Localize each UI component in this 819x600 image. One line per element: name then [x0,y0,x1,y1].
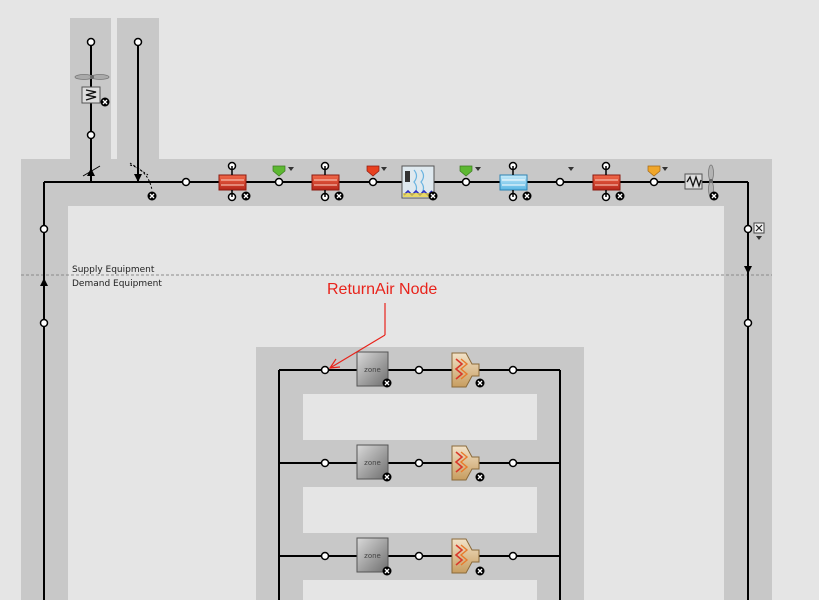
zone-label: zone [364,552,381,560]
node-circle[interactable] [181,177,191,187]
flow-arrows [40,168,752,286]
remove-icon[interactable] [241,191,251,201]
supply-equipment-label: Supply Equipment [72,265,155,275]
node-circle[interactable] [39,318,49,328]
remove-icon[interactable] [709,191,719,201]
node-circle[interactable] [461,177,471,187]
node-circle[interactable] [86,130,96,140]
remove-icon[interactable] [147,191,157,201]
node-circle[interactable] [743,318,753,328]
remove-icon[interactable] [475,378,485,388]
thermal-zone[interactable]: zone [356,444,389,480]
node-circle[interactable] [555,177,565,187]
node-circle[interactable] [368,177,378,187]
reheat-terminal[interactable] [451,538,480,574]
oa-intake-fan[interactable] [74,74,110,80]
remove-icon[interactable] [334,191,344,201]
setpoint-manager-1[interactable] [272,165,294,177]
node-circle[interactable] [320,551,330,561]
demand-inner-panels [303,394,537,600]
remove-icon[interactable] [615,191,625,201]
up-arrow-icon [87,168,95,176]
node-circle[interactable] [508,458,518,468]
node-circle[interactable] [414,365,424,375]
down-arrow-icon [134,174,142,182]
node-circle[interactable] [508,551,518,561]
reheat-terminal[interactable] [451,445,480,481]
setpoint-manager-2[interactable] [366,165,387,177]
setpoint-manager-side[interactable] [753,222,765,240]
node-circle[interactable] [320,458,330,468]
thermal-zone[interactable]: zone [356,351,389,387]
nodes [39,37,753,561]
node-circle[interactable] [508,365,518,375]
remove-icon[interactable] [428,191,438,201]
remove-icon[interactable] [382,566,392,576]
node-circle[interactable] [649,177,659,187]
remove-icon[interactable] [475,566,485,576]
dropdown-arrow-icon [568,167,574,171]
zone-label: zone [364,366,381,374]
dropdown-arrow-icon [662,167,668,171]
demand-equipment-label: Demand Equipment [72,279,162,289]
up-arrow-icon [40,278,48,286]
setpoint-manager-4[interactable] [568,167,574,171]
oa-dampers [82,162,153,191]
dropdown-arrow-icon [475,167,481,171]
remove-icons [100,97,719,576]
reheat-terminal[interactable] [451,352,480,388]
node-circle[interactable] [39,224,49,234]
thermal-zone[interactable]: zone [356,537,389,573]
remove-icon[interactable] [382,378,392,388]
returnair-callout: ReturnAir Node [327,281,437,298]
remove-icon[interactable] [475,472,485,482]
zone-label: zone [364,459,381,467]
cooling-coil[interactable] [499,166,528,197]
dropdown-arrow-icon [756,236,762,240]
node-circle[interactable] [414,551,424,561]
callout-arrow [328,303,386,369]
zone-branches: zone zone zone [356,351,480,574]
node-circle[interactable] [274,177,284,187]
dropdown-arrow-icon [288,167,294,171]
evaporative-cooler[interactable] [401,165,435,199]
heating-coil-1[interactable] [218,166,247,197]
setpoint-manager-3[interactable] [459,165,481,177]
node-circle[interactable] [320,365,330,375]
heating-coil-2[interactable] [311,166,340,197]
node-circle[interactable] [133,37,143,47]
node-circle[interactable] [743,224,753,234]
remove-icon[interactable] [522,191,532,201]
remove-icon[interactable] [382,472,392,482]
remove-icon[interactable] [100,97,110,107]
setpoint-manager-5[interactable] [647,165,668,177]
oa-relief-box[interactable] [81,86,101,104]
down-arrow-icon [744,266,752,274]
node-circle[interactable] [414,458,424,468]
node-circle[interactable] [86,37,96,47]
dropdown-arrow-icon [381,167,387,171]
heating-coil-3[interactable] [592,166,621,197]
